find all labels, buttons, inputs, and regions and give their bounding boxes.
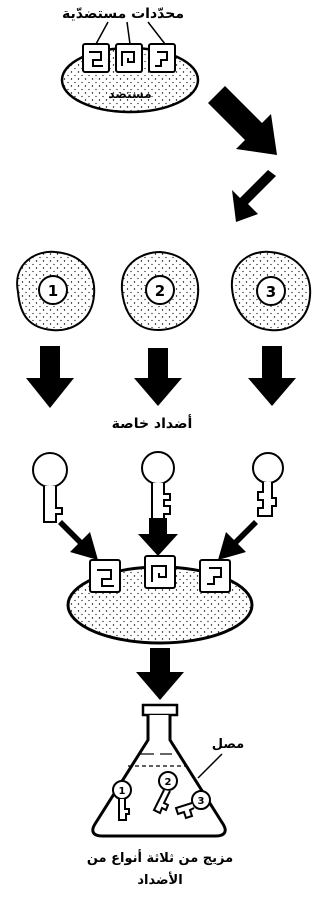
antigenic-determinants-label: محدّدات مستضدّية <box>62 6 184 22</box>
serum-pointer-line <box>198 754 222 778</box>
antibody-key-2 <box>142 452 174 520</box>
svg-text:1: 1 <box>119 786 126 797</box>
arrow-down-right <box>208 86 277 155</box>
specific-antibodies-label: أضداد خاصة <box>112 414 193 432</box>
arrow-down-2 <box>134 348 182 406</box>
mixture-caption-line1: مزيج من ثلاثة أنواع من <box>87 849 233 866</box>
b-cell-2: 2 <box>122 252 198 330</box>
svg-text:2: 2 <box>165 777 172 788</box>
cell-number-3: 3 <box>266 283 276 301</box>
serum-label: مصل <box>212 737 244 752</box>
label-pointer-lines <box>96 22 165 44</box>
b-cell-3: 3 <box>232 252 310 330</box>
cell-arrows-down <box>26 346 296 408</box>
antigen-middle <box>68 556 252 643</box>
antibody-key-3 <box>253 453 283 516</box>
antigen-label: مستضد <box>108 87 151 101</box>
b-cell-1: 1 <box>17 252 94 330</box>
antigen-top: مستضد <box>62 44 198 112</box>
arrow-key3-to-antigen <box>218 520 258 560</box>
mixture-caption-line2: الأضداد <box>137 871 182 888</box>
convergence-arrows <box>58 518 258 560</box>
arrow-down-1 <box>26 346 74 408</box>
antibody-key-1 <box>33 453 67 522</box>
cell-number-2: 2 <box>155 282 165 300</box>
arrow-down-to-flask <box>136 648 184 700</box>
arrow-key1-to-antigen <box>58 520 98 560</box>
arrow-key2-to-antigen <box>138 518 178 556</box>
antigenic-determinant-blocks <box>83 44 175 72</box>
arrow-down-left <box>232 170 276 222</box>
svg-text:3: 3 <box>198 796 205 807</box>
arrow-down-3 <box>248 346 296 406</box>
cell-number-1: 1 <box>48 282 58 300</box>
